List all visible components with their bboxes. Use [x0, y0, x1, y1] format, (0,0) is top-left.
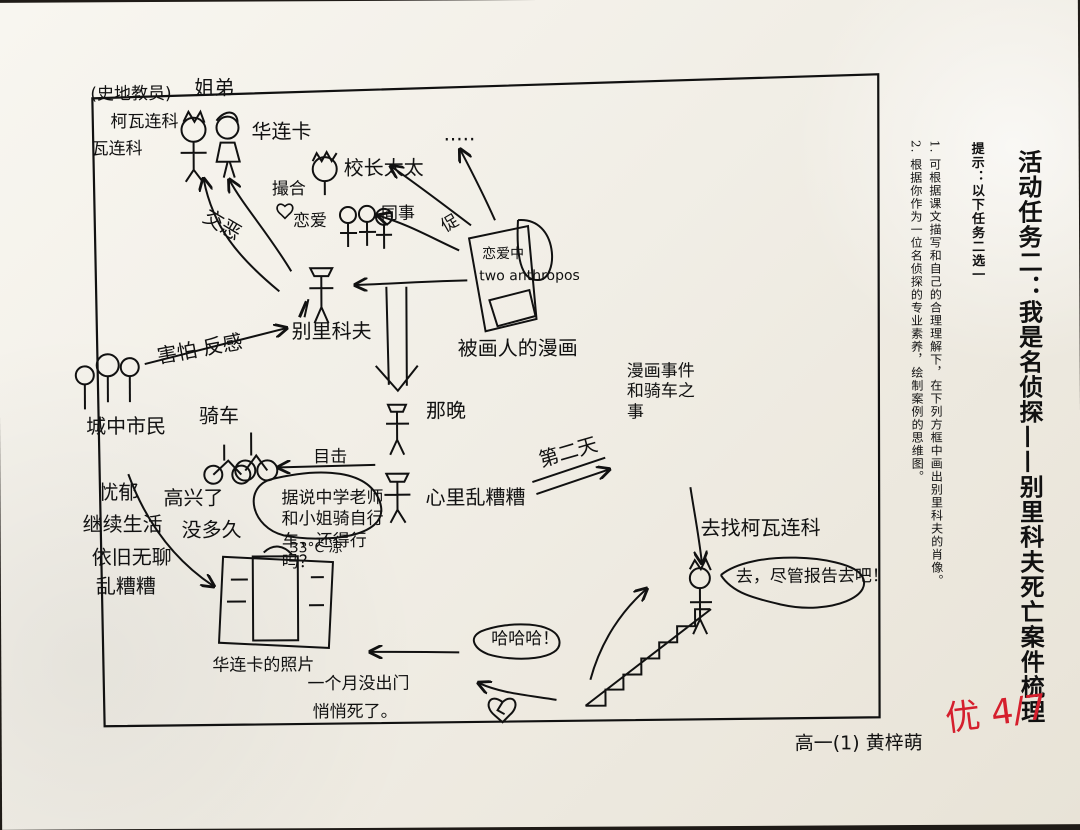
thought-text: 据说中学老师和小姐骑自行车，还得行吗？: [281, 487, 384, 573]
arrow-saw-bike: [279, 465, 376, 468]
brother-name-bottom: 瓦连科: [91, 139, 143, 160]
worksheet-tip-two: 2. 根据你作为一位名侦探的专业素养，绘制案例的思维图。: [908, 139, 925, 484]
character-citizens: [74, 353, 140, 410]
arrow-to-death: [371, 651, 460, 652]
small-heart-icon: [276, 203, 294, 220]
arrow-to-stairs: [589, 589, 646, 681]
family-label: 姐弟: [194, 75, 235, 100]
saw-label: 目击: [313, 447, 348, 468]
citizens-label: 城中市民: [85, 413, 167, 439]
headmaster-wife-label: 校长太太: [343, 155, 424, 181]
broken-heart-icon: [487, 697, 517, 724]
happy-line-two: 没多久: [181, 517, 242, 542]
report-quote: 去，尽管报告去吧！: [735, 566, 889, 587]
colleague-label: 同事: [380, 203, 416, 224]
stairs-sketch: [584, 608, 712, 707]
death-line-two: 悄悄死了。: [312, 701, 398, 723]
character-bicyclists: [203, 432, 279, 485]
comic-line-two: two anthropos: [479, 267, 580, 285]
arrow-to-kovalenko: [689, 487, 701, 562]
protagonist-name: 别里科夫: [291, 318, 372, 344]
character-belikov: [298, 267, 334, 324]
worksheet-title: 活动任务二：我是名侦探——别里科夫死亡案件梳理: [1013, 149, 1046, 725]
worksheet-prompt: 提示：以下任务二选一: [968, 141, 985, 282]
arrow-from-stairs: [479, 683, 557, 701]
ellipsis-mark: .....: [443, 121, 476, 146]
messy-mind-label: 心里乱糟糟: [425, 485, 526, 510]
comic-caption: 被画人的漫画: [457, 335, 578, 361]
character-brother: [180, 109, 207, 183]
arrow-to-sister: [230, 180, 293, 272]
character-colleagues: [338, 204, 393, 249]
that-night-label: 那晚: [425, 398, 467, 423]
character-belikov-messy: [384, 472, 411, 524]
laugh-quote: 哈哈哈！: [491, 628, 560, 650]
arrow-next-day: [532, 458, 608, 495]
arrow-citizens-to-photo: [127, 473, 213, 586]
portrait-sketch: [217, 545, 334, 649]
thought-bubble-belikov: [252, 471, 383, 540]
arrow-to-dots: [461, 150, 496, 221]
arrow-citizens-to-belikov: [144, 328, 286, 366]
photo-label: 华连卡的照片: [212, 655, 315, 676]
comic-and-bike-label: 漫画事件和骑车之事: [626, 361, 695, 423]
brother-name-top: 柯瓦连科: [110, 111, 179, 133]
mind-map-border: [91, 73, 881, 728]
death-line-one: 一个月没出门: [307, 673, 410, 695]
speech-bubble-laugh: [472, 623, 561, 660]
temperature-label: 33°C 凉: [289, 540, 343, 557]
character-kovalenko: [688, 556, 712, 635]
top-left-note: (史地教员): [90, 83, 172, 105]
arrow-to-siblings: [204, 179, 280, 293]
push-label: 撮合: [271, 179, 306, 200]
arrow-to-headmaster-wife: [392, 166, 472, 227]
character-belikov-night: [386, 403, 410, 456]
happy-line-one: 高兴了: [163, 485, 224, 510]
sister-name: 华连卡: [251, 119, 312, 144]
double-arrow-down: [375, 286, 419, 393]
comic-drawing: [467, 219, 554, 333]
bike-label: 骑车: [198, 403, 240, 428]
depressed-line-two: 继续生活: [82, 511, 163, 537]
visit-label: 去找柯瓦连科: [700, 515, 821, 541]
love-label: 恋爱: [292, 211, 328, 232]
character-sister: [215, 111, 241, 178]
worksheet-tip-one: 1. 可根据课文描写和自己的合理理解下，在下列方框中画出别里科夫的肖像。: [927, 139, 944, 588]
arrow-to-colleagues: [379, 215, 460, 252]
arrow-comic-to-belikov: [356, 280, 468, 285]
depressed-line-four: 乱糟糟: [95, 574, 156, 599]
speech-bubble-kovalenko: [720, 556, 866, 609]
character-headmaster-wife: [311, 150, 338, 196]
depressed-line-one: 忧郁: [98, 480, 139, 505]
comic-line-one: 恋爱中: [482, 246, 525, 263]
student-name: 高一(1) 黄梓萌: [794, 732, 923, 755]
depressed-line-three: 依旧无聊: [91, 544, 172, 570]
